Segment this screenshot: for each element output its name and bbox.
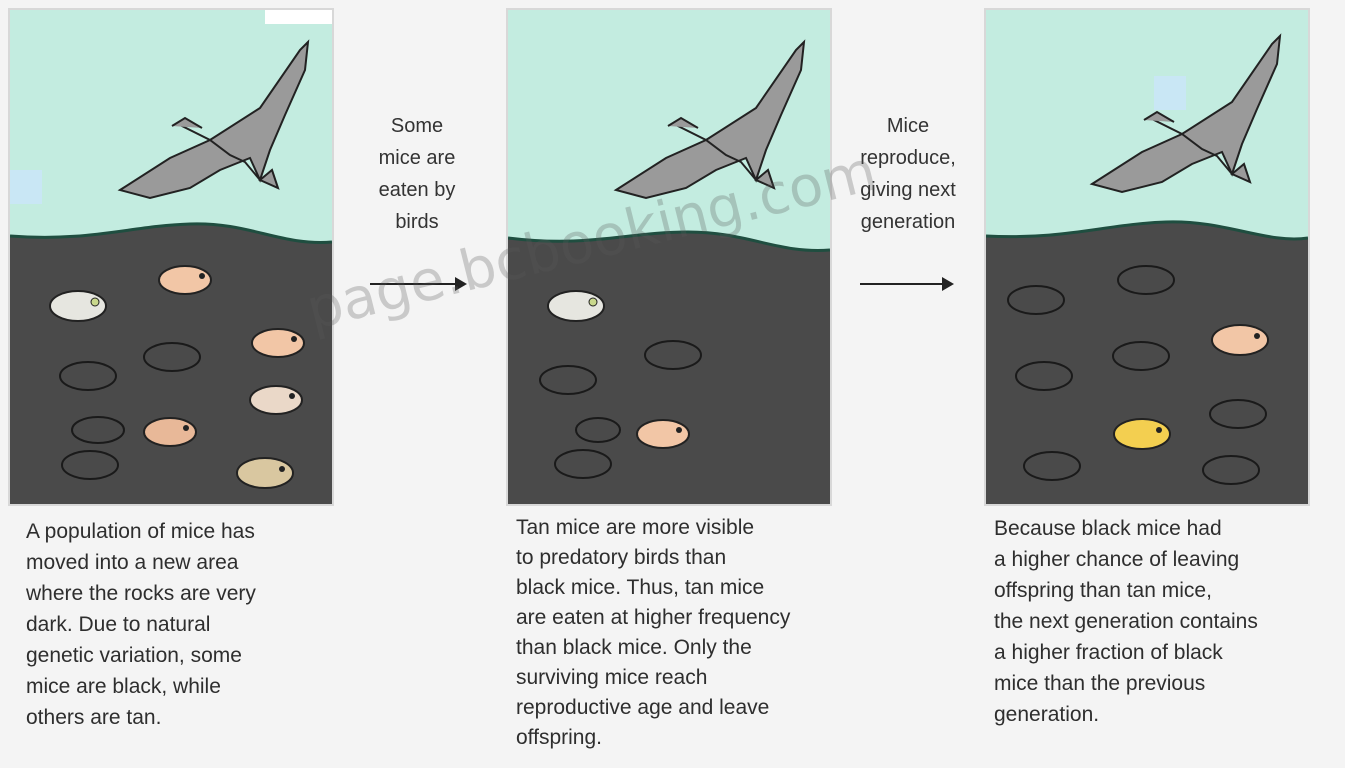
caption-line: others are tan.	[26, 702, 356, 733]
caption-line: a higher chance of leaving	[994, 544, 1339, 575]
transition-label-line: reproduce,	[838, 142, 978, 174]
caption-line: a higher fraction of black	[994, 637, 1339, 668]
black-mouse-icon	[1008, 286, 1064, 314]
transition-label-line: Mice	[838, 110, 978, 142]
caption-line: dark. Due to natural	[26, 609, 356, 640]
caption-line: A population of mice has	[26, 516, 356, 547]
black-mouse-icon	[72, 417, 124, 443]
black-mouse-icon	[60, 362, 116, 390]
caption-line: to predatory birds than	[516, 543, 886, 573]
black-mouse-icon	[1113, 342, 1169, 370]
black-mouse-icon	[576, 418, 620, 442]
caption-line: than black mice. Only the	[516, 633, 886, 663]
sky-area	[10, 10, 332, 242]
caption-line: surviving mice reach	[516, 663, 886, 693]
panel-3-illustration	[986, 10, 1308, 504]
sky-patch	[1154, 76, 1186, 110]
caption-line: mice are black, while	[26, 671, 356, 702]
panel-1-caption: A population of mice has moved into a ne…	[26, 516, 356, 733]
tan-mouse-icon	[252, 329, 304, 357]
transition-2-label: Mice reproduce, giving next generation	[838, 110, 978, 238]
caption-line: offspring than tan mice,	[994, 575, 1339, 606]
tan-mouse-icon	[548, 291, 604, 321]
panel-3-caption: Because black mice had a higher chance o…	[994, 513, 1339, 730]
transition-2-arrow	[860, 283, 952, 285]
black-mouse-icon	[62, 451, 118, 479]
tan-mouse-icon	[159, 266, 211, 294]
black-mouse-icon	[1118, 266, 1174, 294]
black-mouse-icon	[1210, 400, 1266, 428]
transition-label-line: Some	[362, 110, 472, 142]
caption-line: where the rocks are very	[26, 578, 356, 609]
tan-mouse-icon	[237, 458, 293, 488]
panel-3-next-generation	[984, 8, 1310, 506]
corner-patch	[265, 10, 332, 24]
sky-area	[986, 10, 1308, 239]
caption-line: genetic variation, some	[26, 640, 356, 671]
caption-line: mice than the previous	[994, 668, 1339, 699]
panel-2-illustration	[508, 10, 830, 504]
black-mouse-icon	[540, 366, 596, 394]
panel-2-caption: Tan mice are more visible to predatory b…	[516, 513, 886, 753]
panel-2-predation	[506, 8, 832, 506]
caption-line: moved into a new area	[26, 547, 356, 578]
transition-label-line: mice are	[362, 142, 472, 174]
black-mouse-icon	[555, 450, 611, 478]
panel-1-initial-population	[8, 8, 334, 506]
caption-line: the next generation contains	[994, 606, 1339, 637]
black-mouse-icon	[144, 343, 200, 371]
transition-1-arrow	[370, 283, 465, 285]
black-mouse-icon	[1016, 362, 1072, 390]
black-mouse-icon	[1203, 456, 1259, 484]
caption-line: are eaten at higher frequency	[516, 603, 886, 633]
tan-mouse-icon	[1212, 325, 1268, 355]
tan-mouse-icon	[1114, 419, 1170, 449]
transition-label-line: generation	[838, 206, 978, 238]
tan-mouse-icon	[637, 420, 689, 448]
tan-mouse-icon	[50, 291, 106, 321]
sky-area	[508, 10, 830, 250]
black-mouse-icon	[645, 341, 701, 369]
transition-label-line: birds	[362, 206, 472, 238]
caption-line: black mice. Thus, tan mice	[516, 573, 886, 603]
panel-1-illustration	[10, 10, 332, 504]
caption-line: generation.	[994, 699, 1339, 730]
transition-label-line: giving next	[838, 174, 978, 206]
transition-1-label: Some mice are eaten by birds	[362, 110, 472, 238]
black-mouse-icon	[1024, 452, 1080, 480]
caption-line: Tan mice are more visible	[516, 513, 886, 543]
tan-mouse-icon	[250, 386, 302, 414]
caption-line: Because black mice had	[994, 513, 1339, 544]
caption-line: reproductive age and leave	[516, 693, 886, 723]
caption-line: offspring.	[516, 723, 886, 753]
tan-mouse-icon	[144, 418, 196, 446]
sky-patch	[10, 170, 42, 204]
transition-label-line: eaten by	[362, 174, 472, 206]
